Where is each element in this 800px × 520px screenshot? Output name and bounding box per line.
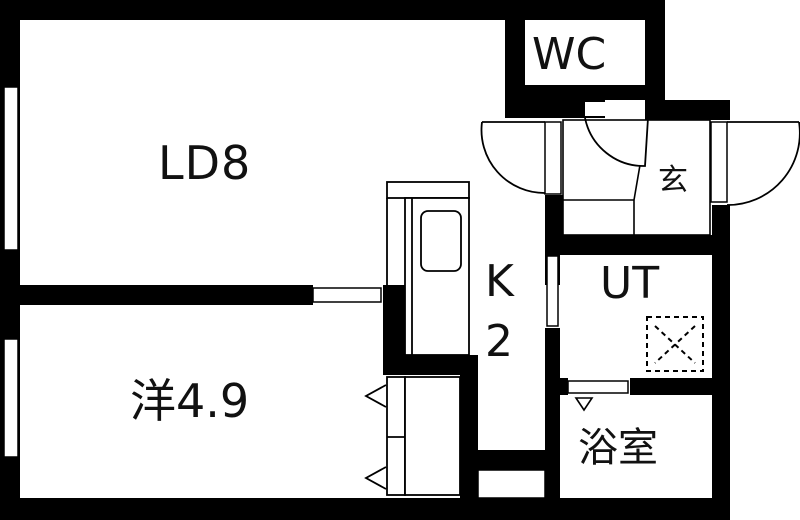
washer-space-icon	[646, 316, 704, 372]
door-swings	[480, 117, 800, 206]
entrance-lines	[562, 119, 711, 236]
closet	[364, 376, 461, 496]
room-label-kitchen-size: 2	[485, 316, 513, 367]
k-niche	[477, 469, 546, 499]
sink-icon	[420, 210, 462, 272]
room-label-bathroom: 浴室	[578, 425, 658, 471]
walls	[0, 0, 730, 520]
room-label-wc: WC	[532, 29, 607, 80]
room-label-kitchen-k: K	[485, 256, 514, 307]
kitchen-counter	[386, 181, 470, 356]
room-label-ut: UT	[600, 258, 660, 309]
windows	[3, 86, 728, 458]
bath-door-marker	[574, 397, 594, 412]
room-label-ld: LD8	[158, 136, 252, 190]
room-label-western: 洋4.9	[130, 374, 250, 428]
room-label-entrance: 玄	[658, 163, 688, 198]
